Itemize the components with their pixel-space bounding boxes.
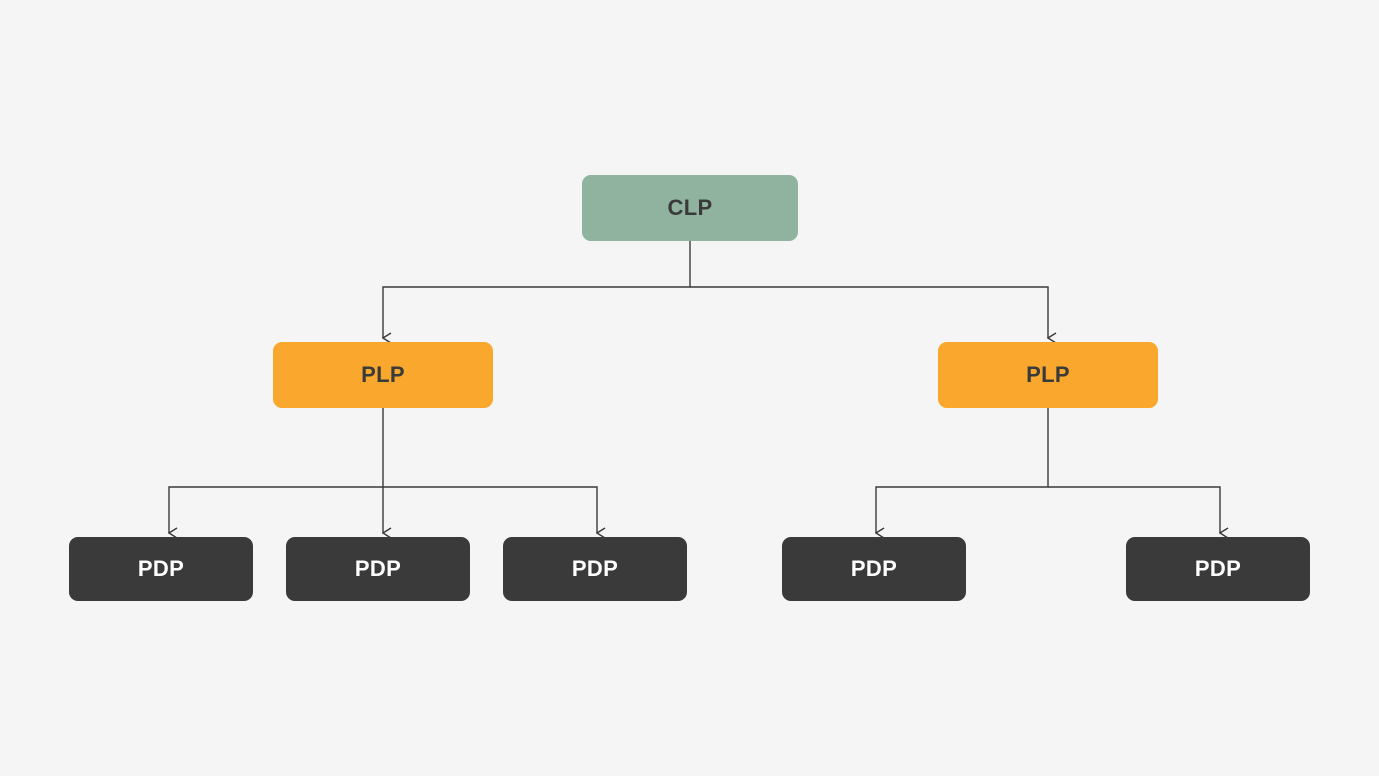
plp-node-right: PLP [938,342,1158,408]
plp-node-left: PLP [273,342,493,408]
pdp-node-3: PDP [503,537,687,601]
connector-clp-to-plp-right [690,286,1048,338]
connector-clp-to-plp-left [383,241,691,338]
connector-plp-right-to-pdp-5 [1048,486,1220,533]
connector-plp-left-to-pdp-1 [169,408,384,533]
connector-plp-left-to-pdp-3 [383,486,597,533]
pdp-node-4: PDP [782,537,966,601]
clp-node: CLP [582,175,798,241]
pdp-node-1: PDP [69,537,253,601]
connector-plp-right-to-pdp-4 [876,408,1049,533]
pdp-node-5: PDP [1126,537,1310,601]
pdp-node-2: PDP [286,537,470,601]
